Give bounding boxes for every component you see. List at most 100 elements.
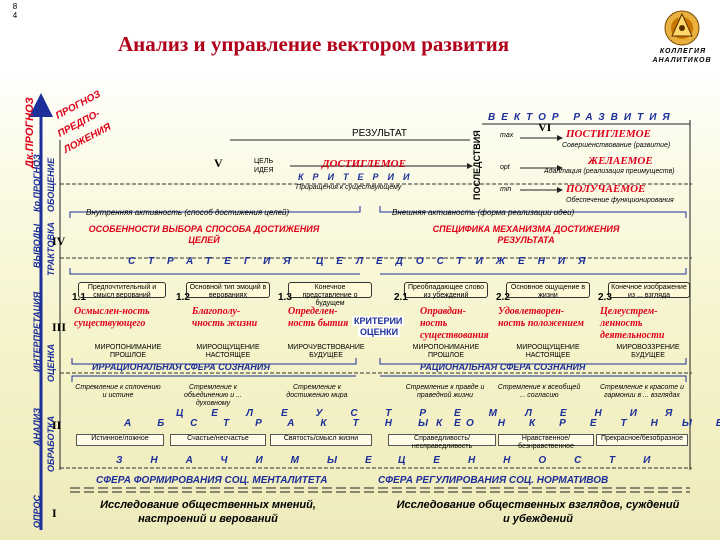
criteria-sub: МИРОЧУВСТВОВАНИЕ БУДУЩЕЕ bbox=[287, 344, 365, 359]
value-top: Стремление к красоте и гармонии в ... вз… bbox=[599, 384, 685, 399]
tsennosti-label: ЦЕННОСТИ bbox=[398, 455, 679, 466]
page-title: Анализ и управление вектором развития bbox=[118, 32, 510, 56]
znachimye-label: ЗНАЧИМЫЕ bbox=[116, 455, 400, 466]
criteria-word: Благополу-чность жизни bbox=[192, 306, 258, 329]
postigaemoe-sub: Совершенствование (развитие) bbox=[562, 142, 671, 149]
vector-heading: ВЕКТОР РАЗВИТИЯ bbox=[488, 112, 676, 123]
criteria-word: Удовлетворен-ность положением bbox=[498, 306, 585, 329]
roman-i: I bbox=[52, 506, 57, 520]
result-label: РЕЗУЛЬТАТ bbox=[352, 128, 407, 139]
criteria-top: Конечное изображение из ... взгляда bbox=[608, 282, 690, 299]
ideya-label: ИДЕЯ bbox=[254, 167, 274, 174]
label-opros: ОПРОС bbox=[32, 495, 42, 528]
criteria-top: Конечное представление о будущем bbox=[288, 282, 372, 307]
logo-text-1: КОЛЛЕГИЯ bbox=[659, 48, 707, 55]
postigaemoe-label: ПОСТИГЛЕМОЕ bbox=[566, 128, 651, 140]
tsel-label: ЦЕЛЬ bbox=[254, 158, 274, 165]
sfera-right: СФЕРА РЕГУЛИРОВАНИЯ СОЦ. НОРМАТИВОВ bbox=[378, 475, 609, 486]
opt-label: opt bbox=[500, 164, 510, 171]
value-box: Святость/смысл жизни bbox=[270, 434, 372, 446]
slide-number-top: 8 bbox=[12, 2, 18, 11]
min-label: min bbox=[500, 186, 512, 193]
poluchaemoe-label: ПОЛУЧАЕМОЕ bbox=[566, 183, 646, 195]
criteria-word: Целеустрем-ленность деятельности bbox=[600, 306, 665, 341]
criteria-num: 1.2 bbox=[176, 292, 190, 303]
value-top: Стремление к правде и праведной жизни bbox=[405, 384, 485, 399]
value-top: Стремление к сплочению и истине bbox=[75, 384, 161, 399]
label-analiz: АНАЛИЗ bbox=[32, 407, 42, 446]
outer-activity: Внешняя активность (форма реализации иде… bbox=[392, 208, 575, 217]
strategy-label: СТРАТЕГИЯ bbox=[128, 256, 304, 267]
value-box: Счастье/несчастье bbox=[170, 434, 266, 446]
criteria-word: Осмыслен-ность существующего bbox=[74, 306, 150, 329]
spetsifika-label: СПЕЦИФИКА МЕХАНИЗМА ДОСТИЖЕНИЯ РЕЗУЛЬТАТ… bbox=[432, 224, 620, 245]
criteria-box-2-3: Конечное изображение из ... взгляда 2.3 … bbox=[594, 282, 692, 359]
kriterii-top-label: КРИТЕРИИ bbox=[298, 172, 419, 182]
value-box: Справедливость/несправедливость bbox=[388, 434, 496, 450]
criteria-sub: МИРООЩУЩЕНИЕ НАСТОЯЩЕЕ bbox=[516, 344, 580, 359]
roman-iv: IV bbox=[52, 234, 66, 248]
criteria-num: 2.2 bbox=[496, 292, 510, 303]
criteria-word: Оправдан-ность существования bbox=[420, 306, 489, 341]
tseleustremleniya-label: ЦЕЛЕУСТРЕМЛЕНИЯ bbox=[176, 408, 701, 419]
irrational-label: ИРРАЦИОНАЛЬНАЯ СФЕРА СОЗНАНИЯ bbox=[92, 362, 270, 372]
slide-number-bottom: 4 bbox=[12, 11, 18, 20]
label-otsenka: ОЦЕНКА bbox=[46, 343, 56, 382]
criteria-sub: МИРОПОНИМАНИЕ ПРОШЛОЕ bbox=[412, 344, 480, 359]
consequences-label: ПОСЛЕДСТВИЯ bbox=[472, 130, 482, 200]
dostigaemoe-label: ДОСТИГЛЕМОЕ bbox=[322, 158, 406, 170]
label-interpretatsiya: ИНТЕРПРЕТАЦИЯ bbox=[32, 291, 42, 372]
criteria-box-1-3: Конечное представление о будущем 1.3 Опр… bbox=[274, 282, 374, 359]
label-vyvody: ВЫВОДЫ bbox=[32, 223, 42, 268]
sfera-left: СФЕРА ФОРМИРОВАНИЯ СОЦ. МЕНТАЛИТЕТА bbox=[96, 475, 328, 486]
criteria-top: Предпочтительный и смысл верований bbox=[78, 282, 166, 299]
poluchaemoe-sub: Обеспечение функционирования bbox=[566, 197, 674, 204]
criteria-num: 1.1 bbox=[72, 292, 86, 303]
roman-ii: II bbox=[52, 418, 62, 432]
roman-iii: III bbox=[52, 320, 67, 334]
criteria-center-2: ОЦЕНКИ bbox=[358, 327, 401, 337]
criteria-word: Определен-ность бытия bbox=[288, 306, 349, 329]
zhelaemoe-label: ЖЕЛАЕМОЕ bbox=[588, 155, 653, 167]
roman-vi: VI bbox=[538, 120, 552, 134]
criteria-num: 2.3 bbox=[598, 292, 612, 303]
criteria-box-2-1: Преобладающее слово из убеждений 2.1 Опр… bbox=[390, 282, 490, 359]
criteria-box-2-2: Основное ощущение в жизни 2.2 Удовлетвор… bbox=[492, 282, 592, 359]
value-box: Нравственное/безнравственное bbox=[498, 434, 594, 450]
criteria-top: Основной тип эмоций в верованиях bbox=[186, 282, 270, 299]
value-top: Стремление к объединению и ... духовному bbox=[184, 384, 242, 407]
criteria-box-1-2: Основной тип эмоций в верованиях 1.2 Бла… bbox=[172, 282, 272, 359]
zhelaemoe-sub: Адаптация (реализация преимуществ) bbox=[544, 168, 675, 175]
logo-text-2: АНАЛИТИКОВ bbox=[652, 57, 712, 64]
criteria-num: 1.3 bbox=[278, 292, 292, 303]
abstraktnye-label: АБСТРАКТНЫЕ bbox=[124, 418, 487, 429]
slide-number: 8 4 bbox=[10, 2, 20, 20]
inner-activity: Внутренняя активность (способ достижения… bbox=[86, 208, 290, 217]
logo-emblem-icon bbox=[664, 10, 700, 46]
label-obobshchenie: ОБОЩЕНИЕ bbox=[46, 157, 56, 212]
max-label: max bbox=[500, 132, 514, 139]
criteria-sub: МИРООЩУЩЕНИЕ НАСТОЯЩЕЕ bbox=[196, 344, 260, 359]
criteria-sub: МИРОВОЗЗРЕНИЕ БУДУЩЕЕ bbox=[616, 344, 680, 359]
value-box: Прекрасное/безобразное bbox=[596, 434, 688, 446]
criteria-top: Основное ощущение в жизни bbox=[506, 282, 590, 299]
criteria-num: 2.1 bbox=[394, 292, 408, 303]
research-right: Исследование общественных взглядов, сужд… bbox=[396, 499, 680, 525]
criteria-top: Преобладающее слово из убеждений bbox=[404, 282, 488, 299]
value-top: Стремление к всеобщей ... согласию bbox=[497, 384, 581, 399]
konkretnye-label: КОНКРЕТНЫЕ bbox=[436, 418, 720, 429]
value-box: Истинное/ложное bbox=[76, 434, 164, 446]
criteria-sub: МИРОПОНИМАНИЕ ПРОШЛОЕ bbox=[94, 344, 162, 359]
priraschenie-label: Приращения к существующему bbox=[296, 184, 402, 191]
criteria-center-1: КРИТЕРИИ bbox=[352, 316, 405, 326]
tseledostizheniya-label: ЦЕЛЕДОСТИЖЕНИЯ bbox=[316, 256, 599, 267]
logo: КОЛЛЕГИЯ АНАЛИТИКОВ bbox=[648, 6, 716, 68]
value-top: Стремление к достижению мира bbox=[286, 384, 348, 399]
osobennosti-label: ОСОБЕННОСТИ ВЫБОРА СПОСОБА ДОСТИЖЕНИЯ ЦЕ… bbox=[88, 224, 320, 245]
roman-v: V bbox=[214, 156, 223, 170]
label-traktovka: ТРАКТОВКА bbox=[46, 222, 56, 276]
criteria-box-1-1: Предпочтительный и смысл верований 1.1 О… bbox=[70, 282, 170, 359]
research-left: Исследование общественных мнений, настро… bbox=[100, 499, 316, 525]
label-kr-prognoz: Кр.ПРОГНОЗ bbox=[32, 154, 42, 212]
